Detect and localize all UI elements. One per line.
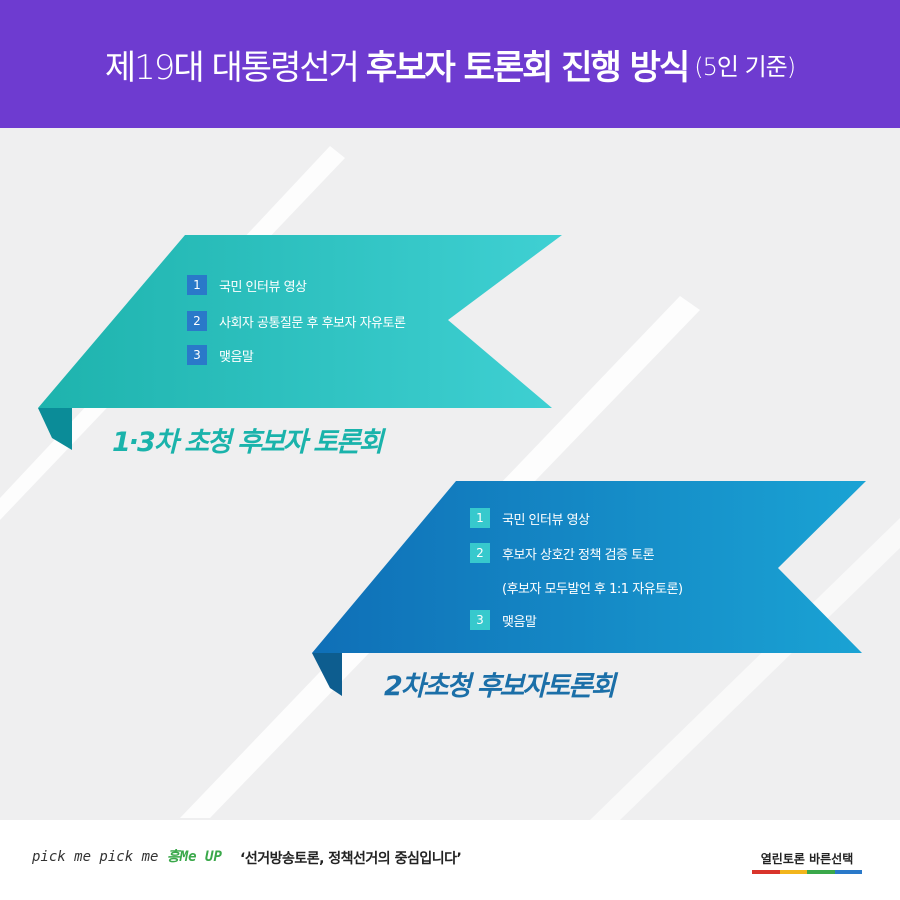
list-item: 2 사회자 공통질문 후 후보자 자유토론 (187, 311, 406, 331)
brand-bar-yellow (779, 870, 807, 874)
title-bold: 후보자 토론회 진행 방식 (365, 47, 690, 88)
item-number: 3 (187, 345, 207, 365)
list-item: 1 국민 인터뷰 영상 (470, 508, 590, 528)
item-text: 맺음말 (502, 614, 537, 630)
list-item: 3 맺음말 (187, 345, 254, 365)
section2-title: 2차초청 후보자토론회 (384, 671, 616, 702)
background-graphics (0, 146, 900, 820)
brand-logo: 열린토론 바른선택 (752, 850, 862, 878)
item-text: (후보자 모두발언 후 1:1 자유토론) (502, 582, 683, 597)
list-item: 3 맺음말 (470, 610, 537, 630)
item-number: 2 (187, 311, 207, 331)
brand-bar-red (752, 870, 780, 874)
footer: pick me pick me 흥Me UP ‘선거방송토론, 정책선거의 중심… (0, 820, 900, 900)
slogan-script-text: pick me pick me (32, 849, 159, 865)
ribbon1-shape (38, 235, 562, 408)
item-text: 국민 인터뷰 영상 (219, 279, 307, 295)
item-number: 1 (470, 508, 490, 528)
section1-title: 1·3차 초청 후보자 토론회 (112, 427, 384, 458)
item-text: 국민 인터뷰 영상 (502, 512, 590, 528)
item-text: 후보자 상호간 정책 검증 토론 (502, 547, 655, 563)
item-number: 3 (470, 610, 490, 630)
item-number: 1 (187, 275, 207, 295)
list-item: 1 국민 인터뷰 영상 (187, 275, 307, 295)
ribbon2-shape (312, 481, 866, 653)
diagonal-stripe-3 (590, 518, 900, 820)
slogan-script: pick me pick me 흥Me UP (32, 846, 222, 866)
item-number: 2 (470, 543, 490, 563)
title-light: 제19대 대통령선거 (104, 47, 360, 88)
list-item-note: (후보자 모두발언 후 1:1 자유토론) (502, 578, 683, 597)
ribbon1-fold (38, 408, 72, 450)
brand-color-bar (752, 870, 862, 874)
item-text: 사회자 공통질문 후 후보자 자유토론 (219, 315, 406, 331)
list-item: 2 후보자 상호간 정책 검증 토론 (470, 543, 655, 563)
ribbon2-fold (312, 653, 342, 696)
brand-bar-blue (834, 870, 862, 874)
item-text: 맺음말 (219, 349, 254, 365)
brand-text: 열린토론 바른선택 (760, 852, 854, 866)
slogan-script-accent: 흥Me UP (166, 849, 222, 865)
slogan-quote: ‘선거방송토론, 정책선거의 중심입니다’ (240, 851, 462, 867)
title-small: (5인 기준) (694, 52, 796, 81)
brand-bar-green (807, 870, 835, 874)
header-banner: 제19대 대통령선거 후보자 토론회 진행 방식 (5인 기준) (0, 0, 900, 128)
